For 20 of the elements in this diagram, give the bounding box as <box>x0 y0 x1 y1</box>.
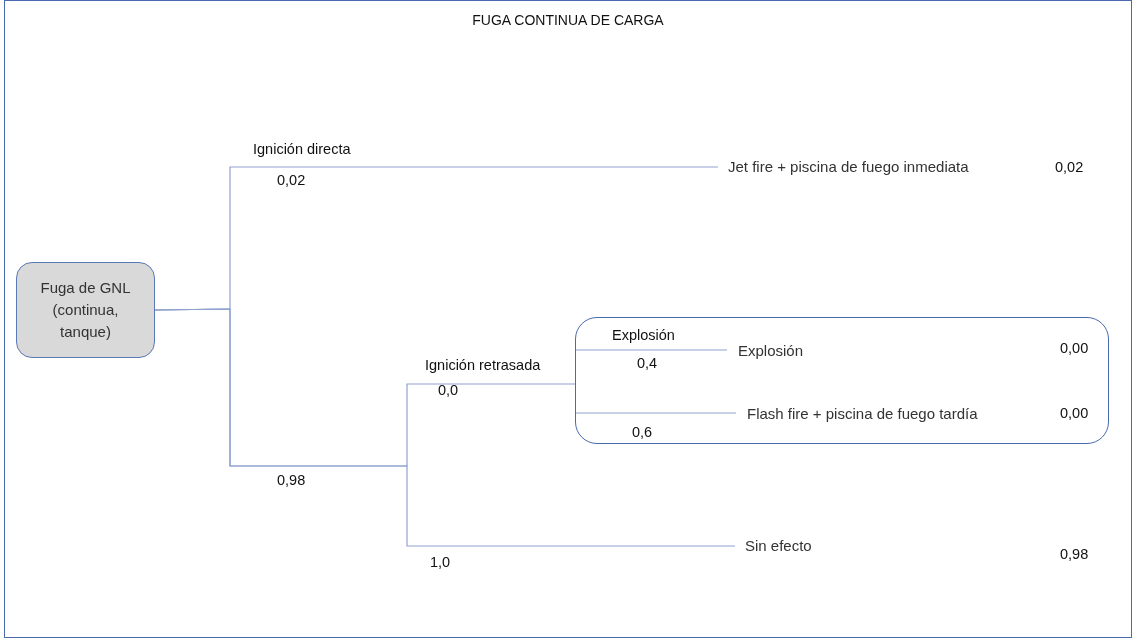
probability-label: 0,98 <box>277 471 306 489</box>
probability-label: 0,0 <box>438 381 459 399</box>
edge-label: Ignición directa <box>253 140 351 158</box>
probability-label: 0,02 <box>1055 158 1084 176</box>
branch-line <box>154 308 736 547</box>
probability-label: 0,00 <box>1060 339 1089 357</box>
diagram-title: FUGA CONTINUA DE CARGA <box>471 12 665 28</box>
probability-label: 0,00 <box>1060 404 1089 422</box>
edge-label: Explosión <box>612 326 675 344</box>
outcome-label: Sin efecto <box>745 536 812 556</box>
outcome-label: Flash fire + piscina de fuego tardía <box>747 404 978 424</box>
probability-label: 0,02 <box>277 171 306 189</box>
start-event-box: Fuga de GNL (continua, tanque) <box>16 262 155 358</box>
probability-label: 0,98 <box>1060 545 1089 563</box>
outcome-label: Explosión <box>738 341 804 361</box>
edge-label: Ignición retrasada <box>425 356 541 374</box>
branch-line <box>574 412 737 414</box>
branch-line <box>574 349 728 351</box>
outcome-label: Jet fire + piscina de fuego inmediata <box>728 157 969 177</box>
probability-label: 0,4 <box>637 354 658 372</box>
